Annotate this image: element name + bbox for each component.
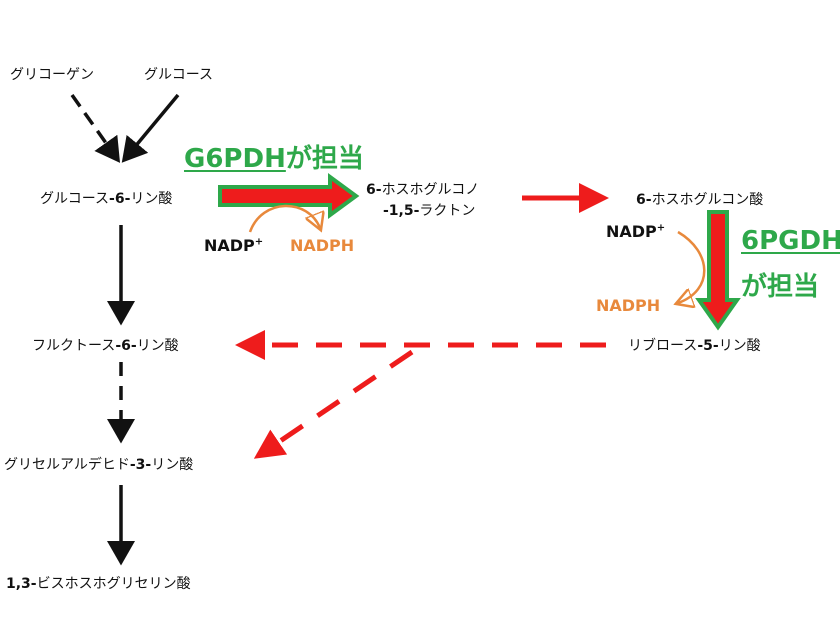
nadp-1-base: NADP (204, 236, 255, 255)
nadp-2-base: NADP (606, 222, 657, 241)
g3p-num: -3- (129, 457, 152, 473)
f6p-num: -6- (115, 338, 137, 354)
ribulose-pre: リブロース (628, 338, 698, 354)
phosphogluconolactone-label-line2: -1,5-ラクトン (383, 200, 475, 220)
arrow-nadp-to-nadph-1 (248, 204, 320, 232)
g6pdh-suffix: が担当 (285, 144, 364, 174)
phosphogluconolactone-label-line1: 6-ホスホグルコノ (366, 179, 479, 199)
g6pdh-name: G6PDH (184, 144, 286, 174)
glucose-label: グルコース (144, 67, 214, 83)
lactone-text-1: ホスホグルコノ (381, 182, 480, 198)
f6p-post: リン酸 (136, 338, 179, 354)
lactone-text-2: ラクトン (419, 203, 476, 219)
gluconate-num: 6- (636, 192, 652, 208)
g6pdh-enzyme-label: G6PDHが担当 (184, 138, 364, 175)
6pgdh-name: 6PGDH (741, 226, 840, 256)
g3p-post: リン酸 (151, 457, 194, 473)
glyceraldehyde-3-phosphate-label: グリセルアルデヒド-3-リン酸 (4, 454, 193, 474)
arrow-glycogen-to-g6p (70, 93, 121, 163)
lactone-num-2: -1,5- (383, 203, 420, 219)
glucose-6-phosphate-label: グルコース-6-リン酸 (40, 188, 172, 208)
g3p-pre: グリセルアルデヒド (4, 457, 130, 473)
f6p-pre: フルクトース (32, 338, 116, 354)
6pgdh-suffix: が担当 (741, 272, 820, 302)
6-phosphogluconate-label: 6-ホスホグルコン酸 (636, 189, 763, 209)
6pgdh-enzyme-suffix: が担当 (741, 266, 819, 303)
arrow-6pgdh-reaction (695, 210, 741, 331)
bisphosphoglycerate-label: 1,3-ビスホスホグリセリン酸 (6, 573, 191, 593)
nadp-plus-2: NADP+ (606, 222, 665, 241)
nadp-1-sup: + (254, 236, 264, 248)
gluconate-post: ホスホグルコン酸 (651, 192, 764, 208)
arrow-ribulose-to-g3p (253, 349, 414, 459)
arrow-g6pdh-reaction (218, 173, 360, 219)
6pgdh-enzyme-name: 6PGDH (741, 226, 840, 256)
g6p-post: リン酸 (130, 191, 173, 207)
lactone-num-1: 6- (366, 182, 382, 198)
bpg-num: 1,3- (6, 576, 37, 592)
arrow-nadp-to-nadph-2 (678, 230, 706, 303)
ribulose-post: リン酸 (718, 338, 761, 354)
g6p-pre: グルコース (40, 191, 110, 207)
nadph-1: NADPH (290, 236, 355, 255)
glycogen-label: グリコーゲン (10, 67, 94, 83)
arrow-glucose-to-g6p (121, 93, 180, 163)
nadp-plus-1: NADP+ (204, 236, 263, 255)
bpg-post: ビスホスホグリセリン酸 (36, 576, 191, 592)
ribulose-num: -5- (697, 338, 719, 354)
nadp-2-sup: + (656, 222, 666, 234)
ribulose-5-phosphate-label: リブロース-5-リン酸 (628, 335, 761, 355)
fructose-6-phosphate-label: フルクトース-6-リン酸 (32, 335, 179, 355)
nadph-2: NADPH (596, 296, 661, 315)
g6p-num: -6- (109, 191, 131, 207)
